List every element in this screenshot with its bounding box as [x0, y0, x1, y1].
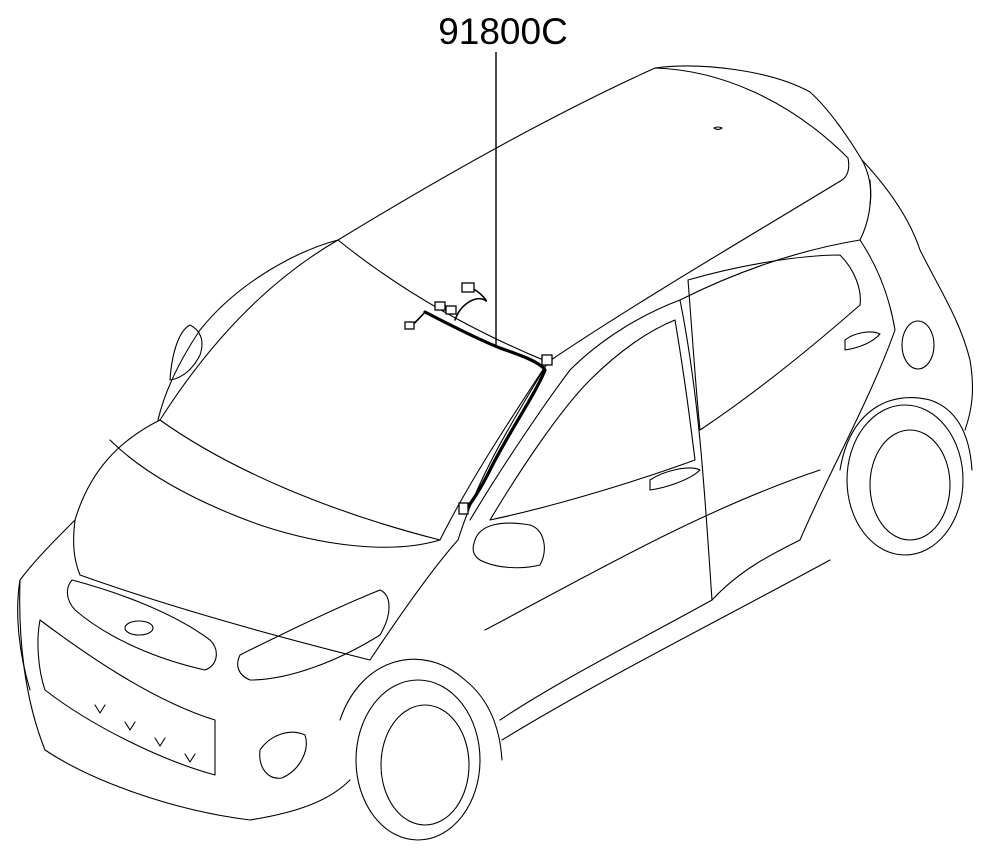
windshield [159, 239, 549, 541]
rear-door [679, 239, 896, 601]
bumper-vents [94, 704, 196, 763]
harness-branch-upper [454, 287, 488, 321]
rear-wheel-arch [839, 397, 973, 471]
front-wheel-rim [380, 704, 470, 826]
connector-a-pillar-lower [458, 502, 469, 515]
roof-rear-edge [654, 65, 872, 206]
rear-quarter [861, 159, 974, 431]
side-sill [501, 559, 831, 741]
c-pillar [859, 179, 872, 241]
rear-wheel-tire [846, 404, 964, 556]
lower-grille [37, 619, 216, 776]
rear-wheel-rim [869, 429, 951, 541]
hood-crease [109, 439, 441, 548]
front-door-handle [649, 467, 701, 491]
rear-door-handle [844, 331, 881, 351]
roof-wiring-harness [404, 282, 553, 515]
roof-mark [713, 126, 723, 131]
part-number-label: 91800C [438, 11, 568, 52]
callout-91800c: 91800C [438, 11, 568, 345]
front-wheel-tire [355, 679, 481, 841]
fuel-door [901, 320, 935, 370]
right-headlight [237, 589, 390, 681]
a-pillar-inner [157, 239, 339, 421]
front-window [489, 319, 696, 521]
fog-lamp [259, 731, 307, 779]
right-mirror [472, 522, 545, 569]
front-bumper [19, 579, 351, 821]
harness-main-trunk [423, 310, 547, 512]
car-body [17, 65, 974, 841]
front-wheel-arch [339, 658, 503, 761]
connector-cluster-b [445, 305, 457, 315]
left-mirror [169, 324, 203, 381]
hood [73, 419, 459, 661]
connector-left [404, 321, 415, 330]
left-fender [17, 519, 76, 691]
upper-grille [66, 579, 217, 671]
connector-cluster-a [434, 301, 446, 311]
rear-window [687, 254, 861, 431]
connector-upper [461, 282, 475, 293]
side-body-crease [484, 469, 821, 631]
front-door [469, 299, 713, 721]
badge-logo [124, 620, 154, 636]
connector-b-pillar [541, 354, 553, 366]
a-pillar [457, 361, 549, 541]
roof-outline [337, 67, 850, 363]
